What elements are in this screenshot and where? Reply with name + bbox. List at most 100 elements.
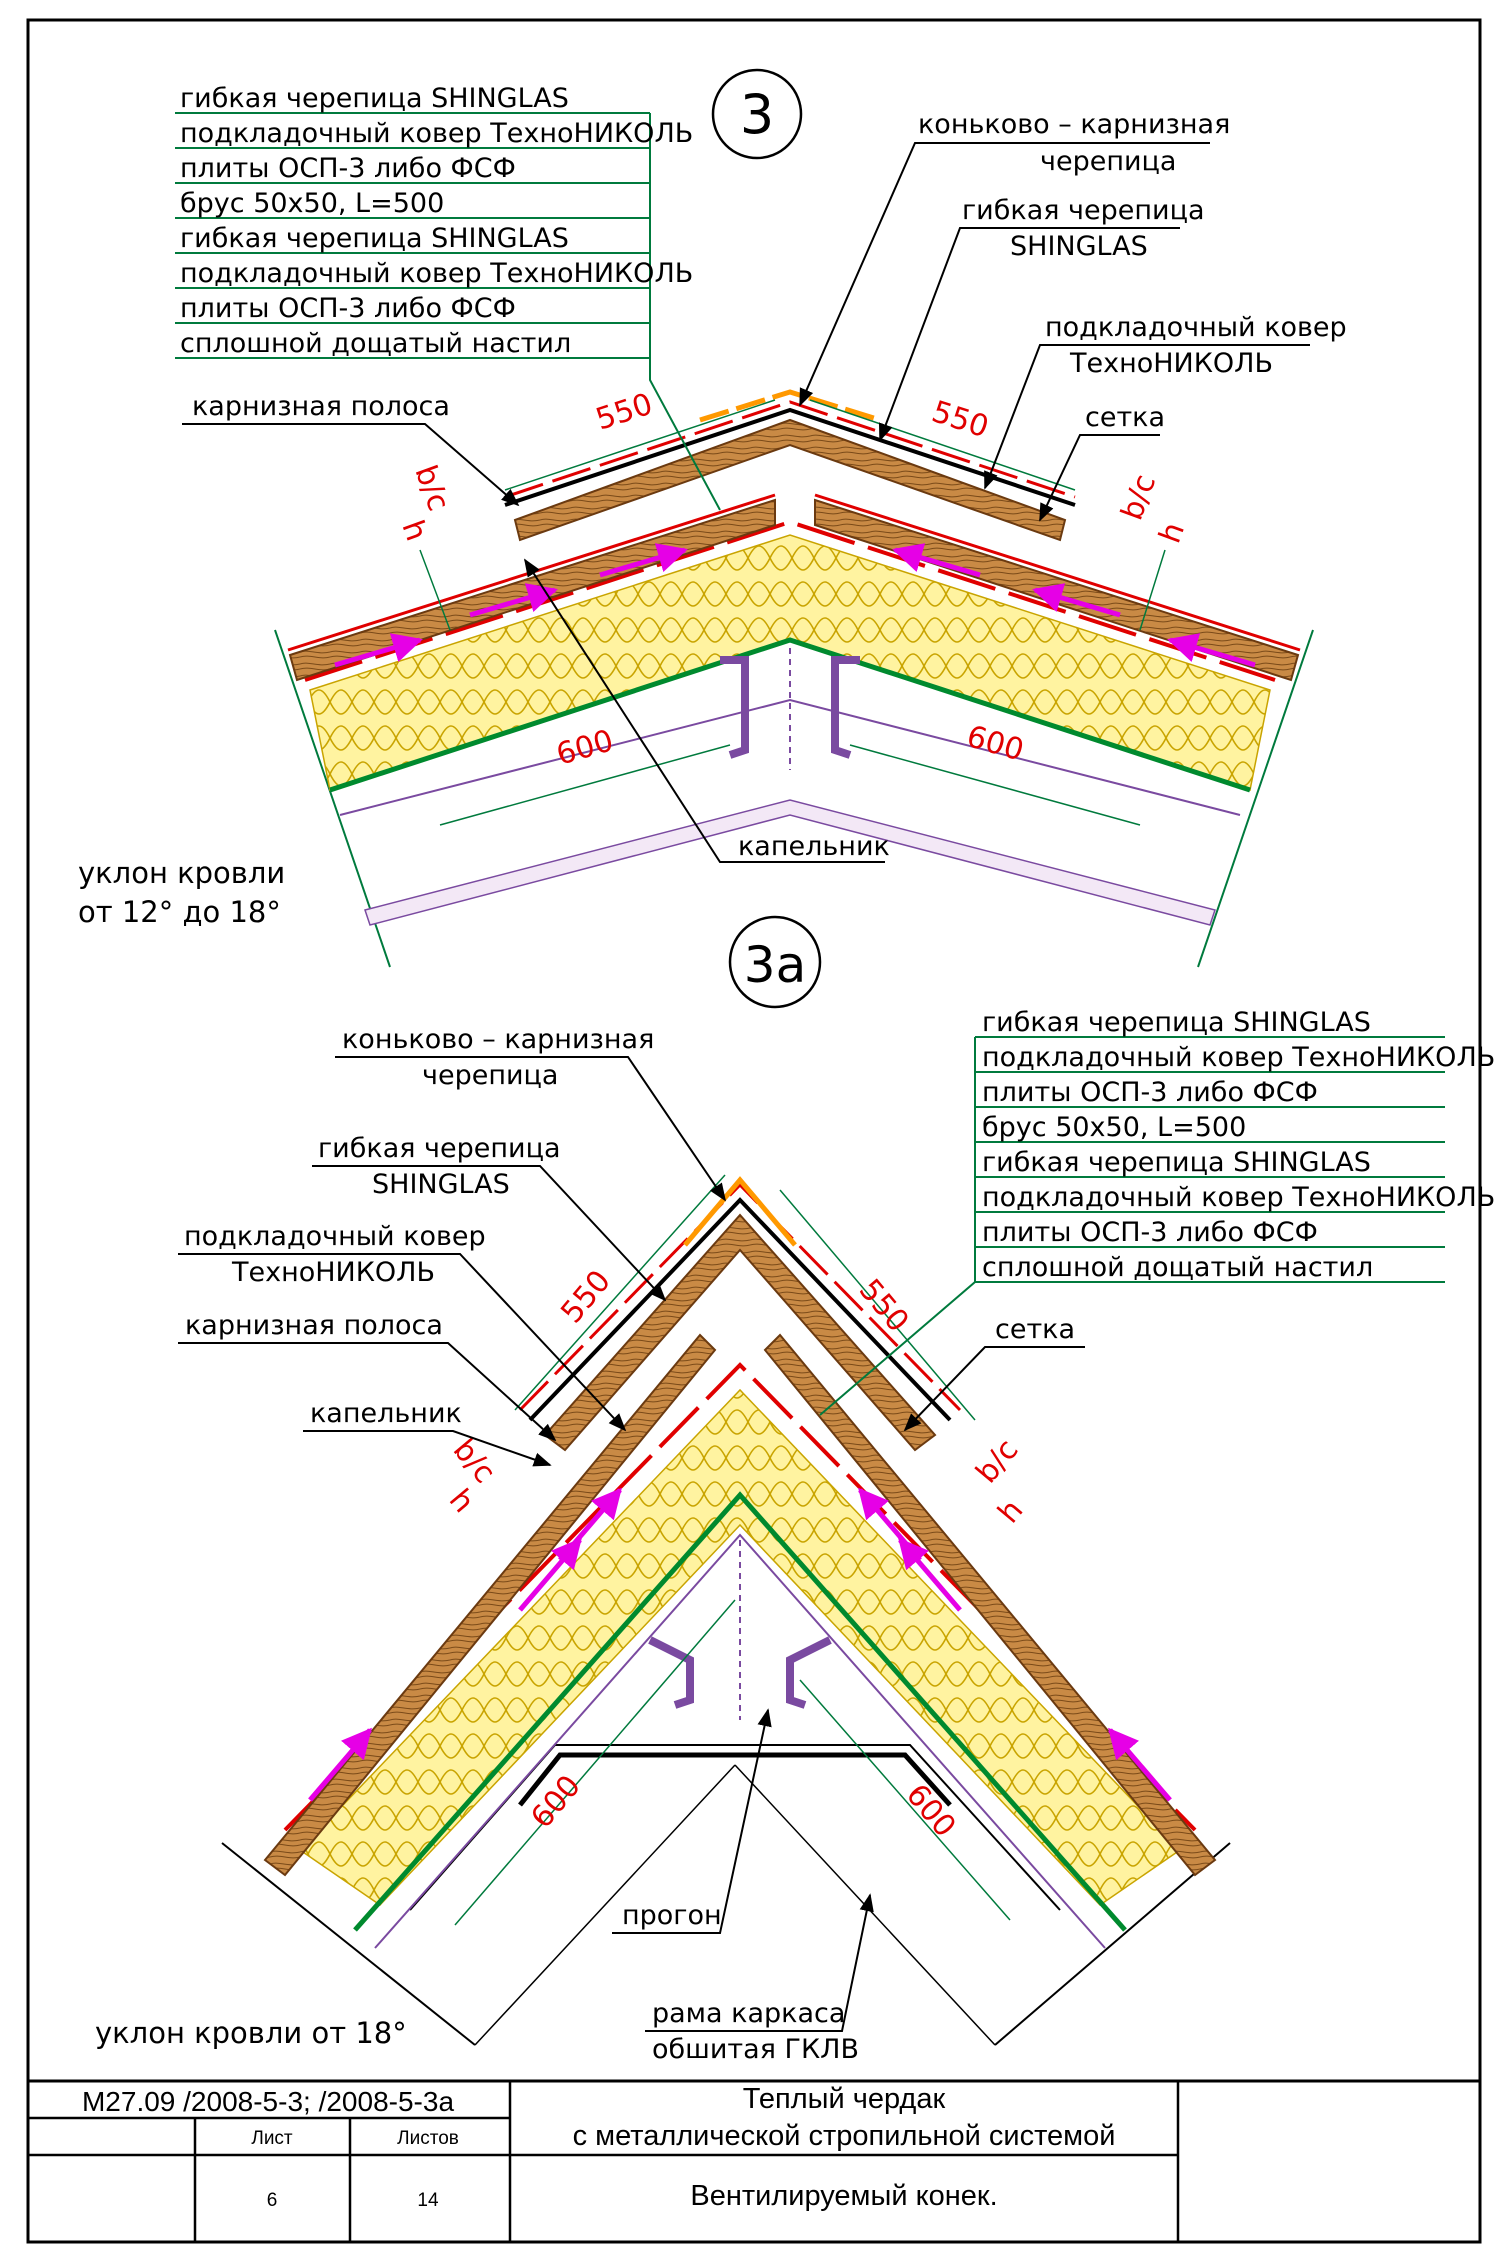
air-arrow (469, 583, 558, 618)
ridge-cap-board (513, 418, 1067, 542)
title-block-sheets-label: Листов (397, 2128, 459, 2149)
detail-3a-marker-text: 3а (744, 936, 806, 994)
slope-label-line1: уклон кровли (78, 856, 285, 890)
callout-item: гибкая черепица SHINGLAS (180, 83, 569, 114)
wall-line-right (1197, 629, 1314, 968)
ridge-red (518, 1182, 962, 1412)
leader-underlay (178, 1253, 627, 1432)
detail-3: 3 (78, 68, 1347, 968)
vapour-barrier (353, 1491, 1127, 1932)
dim-600-left: 600 (524, 1769, 588, 1835)
leader-frame (645, 1893, 874, 2032)
dim-bc-left: b/c (446, 1433, 502, 1490)
title-block-subtitle: Вентилируемый конек. (690, 2180, 997, 2212)
dim-line-600-right (849, 744, 1141, 826)
title-block-title-line2: с металлической стропильной системой (573, 2120, 1116, 2152)
leader-flexible-tile (312, 1165, 667, 1302)
label-mesh: сетка (995, 1314, 1075, 1345)
leader-underlay (984, 344, 1310, 490)
callout-item: брус 50х50, L=500 (982, 1112, 1246, 1143)
dim-h-left: h (394, 516, 433, 546)
callout-item: подкладочный ковер ТехноНИКОЛЬ (180, 258, 693, 289)
callout-item: плиты ОСП-3 либо ФСФ (180, 293, 516, 324)
dim-600-left: 600 (553, 723, 618, 772)
callout-item: сплошной дощатый настил (180, 328, 571, 359)
air-arrow (308, 1727, 372, 1802)
dim-line-600-right (799, 1679, 1011, 1921)
dim-line-550-left (514, 1174, 726, 1411)
leader-mesh (903, 1346, 1085, 1432)
dim-bc-right: b/c (969, 1433, 1025, 1490)
dim-h-right: h (1153, 518, 1192, 548)
title-block: М27.09 /2008-5-3; /2008-5-3а Теплый черд… (26, 2079, 1482, 2244)
title-block-grid (28, 2081, 1180, 2242)
label-flexible-tile-2: SHINGLAS (372, 1169, 510, 1200)
detail-3a-callout-stack: гибкая черепица SHINGLAS подкладочный ко… (819, 1007, 1495, 1416)
leader-flexible-tile (878, 227, 1180, 442)
label-frame-2: обшитая ГКЛВ (652, 2034, 859, 2065)
dim-line-bc-right (1139, 549, 1166, 631)
callout-stack-lines (175, 112, 650, 359)
deck-left (263, 1333, 717, 1877)
leader-eaves-strip (182, 423, 520, 507)
label-ridge-tile: коньково – карнизная (342, 1024, 654, 1055)
slope-label: уклон кровли от 18° (95, 2016, 407, 2050)
ridge-orange (683, 1176, 797, 1247)
label-eaves-strip: карнизная полоса (185, 1310, 443, 1341)
leader-mesh (1039, 434, 1160, 522)
vapour-barrier (329, 637, 1251, 793)
dim-line-550-right (779, 1189, 976, 1421)
air-arrow (334, 633, 423, 668)
dim-line-bc-left (419, 549, 451, 631)
title-block-code: М27.09 /2008-5-3; /2008-5-3а (82, 2086, 454, 2117)
insulation-layer (298, 1388, 1182, 1906)
label-ridge-tile-2: черепица (422, 1060, 558, 1091)
label-flexible-tile: гибкая черепица (318, 1133, 561, 1164)
air-arrow (599, 543, 688, 578)
leader-ridge-tile (799, 142, 1210, 407)
vapour-line-2 (374, 1533, 1106, 1949)
roof-red-right (814, 493, 1301, 652)
steel-bracket-right (831, 656, 860, 759)
leader-ridge-tile (335, 1056, 727, 1202)
label-purlin: прогон (622, 1900, 722, 1931)
callout-stack-leader (649, 113, 721, 511)
title-block-title-line1: Теплый чердак (743, 2083, 946, 2115)
wind-membrane (304, 519, 1276, 682)
title-block-sheet-no: 6 (267, 2190, 278, 2211)
callout-item: гибкая черепица SHINGLAS (180, 223, 569, 254)
label-ridge-tile-2: черепица (1040, 146, 1176, 177)
air-arrow (1108, 1727, 1172, 1802)
callout-item: подкладочный ковер ТехноНИКОЛЬ (180, 118, 693, 149)
leader-drip-edge (303, 1430, 552, 1467)
dim-bc-left: b/c (407, 461, 456, 516)
label-drip-edge: капельник (738, 831, 890, 862)
ridge-black (528, 1197, 952, 1422)
leader-drip-edge (524, 558, 885, 863)
callout-item: плиты ОСП-3 либо ФСФ (982, 1077, 1318, 1108)
air-arrow (1032, 583, 1121, 618)
dim-bc-right: b/c (1115, 470, 1164, 525)
label-underlay: подкладочный ковер (1045, 312, 1347, 343)
title-block-sheets-total: 14 (417, 2190, 439, 2211)
label-flexible-tile-2: SHINGLAS (1010, 231, 1148, 262)
label-mesh: сетка (1085, 402, 1165, 433)
label-drip-edge: капельник (310, 1398, 462, 1429)
leader-purlin (612, 1708, 772, 1934)
dim-550-right: 550 (928, 394, 993, 445)
ridge-orange (699, 389, 881, 423)
callout-item: подкладочный ковер ТехноНИКОЛЬ (982, 1042, 1495, 1073)
deck-right (763, 1333, 1217, 1877)
callout-item: сплошной дощатый настил (982, 1252, 1373, 1283)
label-flexible-tile: гибкая черепица (962, 195, 1205, 226)
callout-item: плиты ОСП-3 либо ФСФ (180, 153, 516, 184)
detail-3-marker-text: 3 (740, 83, 774, 146)
dim-line-550-left (504, 399, 776, 491)
detail-3a: 3а (95, 915, 1495, 2065)
ceiling-lining (364, 799, 1216, 926)
air-arrow (858, 1487, 922, 1562)
dim-line-600-left (439, 744, 731, 826)
outer-diagonal-right (994, 1842, 1231, 2046)
label-frame: рама каркаса (652, 1998, 845, 2029)
